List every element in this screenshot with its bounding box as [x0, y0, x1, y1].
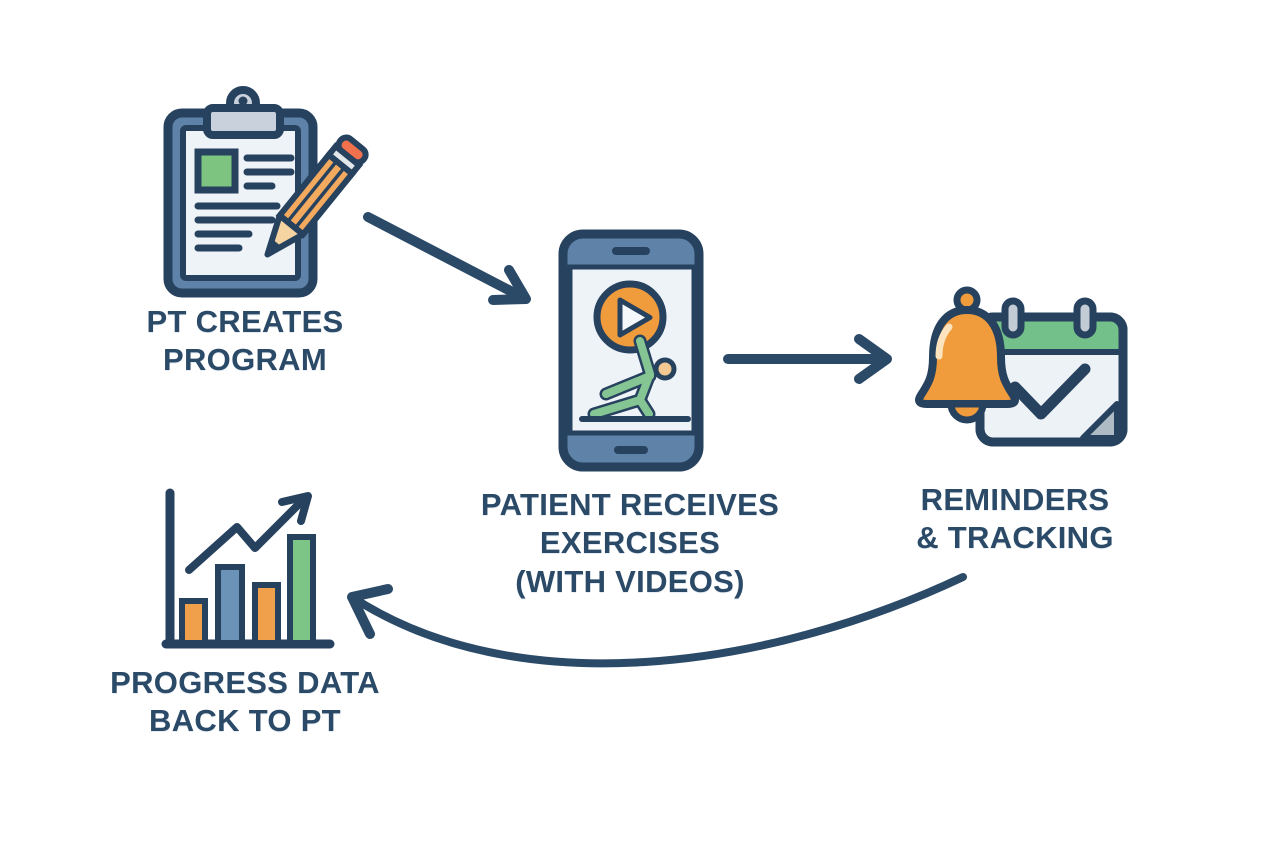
chart-bars	[179, 534, 316, 646]
step-label-pt-creates-program: PT CREATES PROGRAM	[146, 304, 344, 378]
phone-speaker	[612, 247, 650, 255]
calendar-ring	[1073, 297, 1097, 339]
phone-exercise-video-icon	[558, 229, 704, 472]
bell-highlight	[935, 323, 953, 360]
trend-arrow	[185, 492, 312, 574]
figure-head	[653, 357, 677, 381]
arrow-patient-to-reminders	[723, 334, 892, 384]
step-label-progress-data: PROGRESS DATA BACK TO PT	[110, 665, 380, 739]
checkmark-icon	[1009, 363, 1091, 420]
exercise-figure-icon	[587, 334, 677, 421]
phone-home-button	[614, 446, 648, 454]
clip	[203, 104, 284, 139]
calendar-ring	[1001, 297, 1025, 339]
step-label-reminders-tracking: REMINDERS & TRACKING	[916, 482, 1114, 556]
clipboard-pencil-icon	[163, 86, 369, 298]
step-label-patient-receives-exercises: PATIENT RECEIVES EXERCISES (WITH VIDEOS)	[480, 487, 780, 599]
arrow-pt-to-patient	[363, 212, 531, 305]
bell-calendar-icon	[915, 286, 1128, 447]
play-icon	[593, 280, 667, 354]
bar-chart-trend-icon	[161, 488, 335, 649]
text-lines	[194, 154, 295, 252]
folded-corner	[1080, 401, 1120, 441]
bell-icon	[915, 286, 1019, 424]
clipboard-icon	[163, 86, 318, 298]
bell-clapper	[947, 400, 987, 424]
green-square	[194, 148, 239, 194]
arrow-reminders-to-progress	[347, 573, 967, 668]
pencil-icon	[264, 134, 369, 258]
